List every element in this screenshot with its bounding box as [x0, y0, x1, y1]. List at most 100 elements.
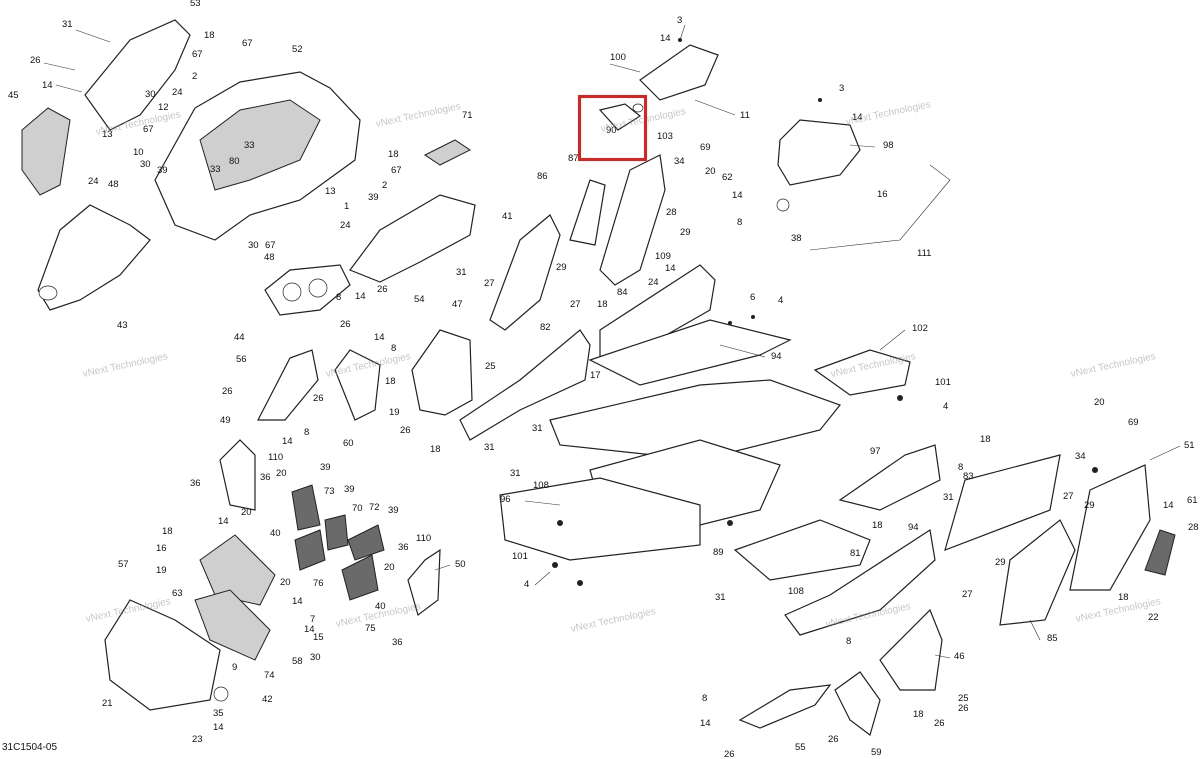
callout-87: 87 [568, 153, 579, 164]
callout-62: 62 [722, 172, 733, 183]
callout-55: 55 [795, 742, 806, 753]
callout-76: 76 [313, 578, 324, 589]
part-74-grille [194, 589, 271, 661]
callout-25: 25 [485, 361, 496, 372]
callout-16: 16 [877, 189, 888, 200]
part-47-door [411, 329, 473, 416]
callout-84: 84 [617, 287, 628, 298]
callout-23: 23 [192, 734, 203, 745]
highlight-box-part-90[interactable] [578, 95, 647, 161]
callout-29: 29 [680, 227, 691, 238]
callout-20: 20 [241, 507, 252, 518]
callout-31: 31 [456, 267, 467, 278]
callout-14: 14 [700, 718, 711, 729]
callout-18: 18 [204, 30, 215, 41]
part-49-bracket [219, 439, 256, 511]
callout-19: 19 [389, 407, 400, 418]
callout-27: 27 [1063, 491, 1074, 502]
callout-12: 12 [158, 102, 169, 113]
callout-26: 26 [828, 734, 839, 745]
callout-98: 98 [883, 140, 894, 151]
callout-102: 102 [912, 323, 928, 334]
callout-18: 18 [913, 709, 924, 720]
callout-83: 83 [963, 471, 974, 482]
callout-38: 38 [791, 233, 802, 244]
callout-85: 85 [1047, 633, 1058, 644]
callout-110: 110 [268, 452, 283, 463]
part-102-panel [813, 349, 911, 396]
callout-50: 50 [455, 559, 466, 570]
callout-14: 14 [282, 436, 293, 447]
callout-26: 26 [313, 393, 324, 404]
callout-13: 13 [102, 129, 113, 140]
callout-14: 14 [292, 596, 303, 607]
callout-81: 81 [850, 548, 861, 559]
callout-75: 75 [365, 623, 376, 634]
callout-14: 14 [374, 332, 385, 343]
callout-67: 67 [265, 240, 276, 251]
callout-18: 18 [1118, 592, 1129, 603]
callout-111: 111 [917, 248, 931, 259]
part-50-bracket [407, 548, 441, 617]
callout-1: 1 [344, 201, 349, 212]
callout-48: 48 [264, 252, 275, 263]
callout-28: 28 [1188, 522, 1199, 533]
callout-6: 6 [750, 292, 755, 303]
callout-74: 74 [264, 670, 275, 681]
callout-40: 40 [270, 528, 281, 539]
callout-39: 39 [157, 165, 168, 176]
callout-90: 90 [606, 125, 617, 136]
callout-80: 80 [229, 156, 240, 167]
callout-19: 19 [156, 565, 167, 576]
callout-43: 43 [117, 320, 128, 331]
callout-103: 103 [657, 131, 673, 142]
callout-39: 39 [388, 505, 399, 516]
callout-41: 41 [502, 211, 513, 222]
callout-29: 29 [556, 262, 567, 273]
callout-49: 49 [220, 415, 231, 426]
callout-22: 22 [1148, 612, 1159, 623]
fasteners [552, 38, 1098, 586]
callout-48: 48 [108, 179, 119, 190]
part-floor-upper [549, 379, 841, 461]
leader-lines [43, 24, 1181, 659]
callout-39: 39 [344, 484, 355, 495]
callout-13: 13 [325, 186, 336, 197]
callout-36: 36 [260, 472, 271, 483]
callout-20: 20 [384, 562, 395, 573]
callout-27: 27 [484, 278, 495, 289]
callout-27: 27 [570, 299, 581, 310]
callout-18: 18 [980, 434, 991, 445]
callout-67: 67 [192, 49, 203, 60]
callout-16: 16 [156, 543, 167, 554]
callout-71: 71 [462, 110, 473, 121]
callout-47: 47 [452, 299, 463, 310]
callout-26: 26 [30, 55, 41, 66]
part-97-panel [838, 444, 941, 511]
callout-7: 7 [310, 614, 315, 625]
callout-20: 20 [705, 166, 716, 177]
callout-52: 52 [292, 44, 303, 55]
part-75-clip [341, 554, 379, 601]
callout-29: 29 [1084, 500, 1095, 511]
callout-20: 20 [276, 468, 287, 479]
callout-86: 86 [537, 171, 548, 182]
callout-96: 96 [500, 494, 511, 505]
callout-30: 30 [145, 89, 156, 100]
callout-18: 18 [388, 149, 399, 160]
callout-54: 54 [414, 294, 425, 305]
part-73-clip [291, 484, 321, 531]
callout-30: 30 [310, 652, 321, 663]
part-43-fender [37, 204, 151, 311]
callout-2: 2 [192, 71, 197, 82]
callout-101: 101 [512, 551, 528, 562]
callout-33: 33 [210, 164, 221, 175]
callout-26: 26 [400, 425, 411, 436]
callout-9: 9 [232, 662, 237, 673]
part-59-bracket [834, 671, 881, 737]
callout-26: 26 [958, 703, 969, 714]
callout-31: 31 [510, 468, 521, 479]
callout-24: 24 [88, 176, 99, 187]
callout-39: 39 [320, 462, 331, 473]
callout-34: 34 [674, 156, 685, 167]
